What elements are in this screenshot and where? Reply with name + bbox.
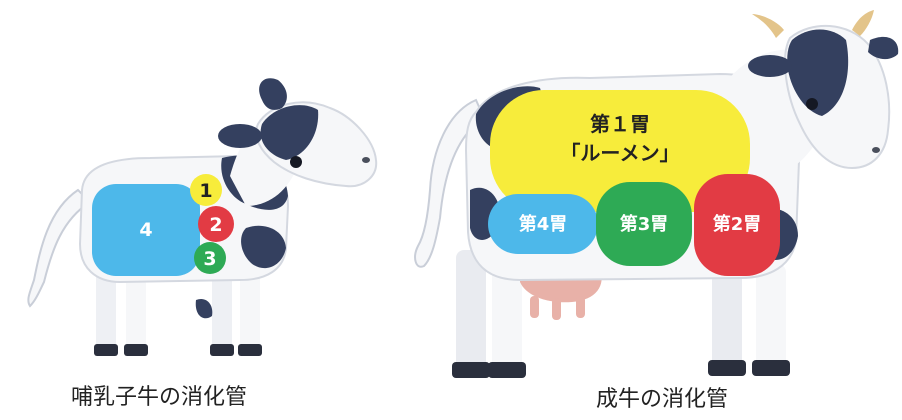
cow-head-patch [787, 29, 849, 116]
cow-ear [868, 36, 899, 60]
adult-stomach-3-label: 第3胃 [620, 213, 669, 235]
adult-stomach-2-label: 第2胃 [713, 213, 762, 235]
cow-nostril [872, 147, 880, 153]
adult-caption: 成牛の消化管 [596, 387, 728, 412]
cow-horn [752, 14, 784, 38]
calf-leg-front-right [240, 262, 260, 350]
calf-stomach-3-label: 3 [203, 248, 216, 270]
cow-ear-left [748, 55, 792, 77]
cow-teat [530, 296, 539, 318]
calf-stomach-4-shape [92, 184, 200, 276]
adult-stomach-4-shape [488, 194, 598, 254]
adult-stomach-2: 第2胃 [694, 174, 780, 276]
cow-hoof [752, 360, 790, 376]
calf-leg-back-left [96, 262, 116, 350]
calf-nose [362, 157, 370, 163]
calf-stomach-1: 1 [190, 174, 222, 206]
cow-hoof [488, 362, 526, 378]
cow-tail [414, 98, 486, 268]
calf-stomach-1-shape [190, 174, 222, 206]
calf-stomach-2: 2 [198, 206, 234, 242]
adult-stomach-2-shape [694, 174, 780, 276]
calf-leg-back-right [126, 262, 146, 350]
cow-leg-front-left [712, 264, 742, 368]
calf-spot [241, 225, 286, 269]
rumen-label-line2: 「ルーメン」 [560, 141, 679, 165]
rumen-stomach-shape [490, 90, 750, 212]
calf-eye [290, 156, 302, 168]
calf-leg-front-left [212, 262, 232, 350]
rumen-label-line1: 第１胃 [590, 112, 650, 136]
cow-hoof [708, 360, 746, 376]
calf-spot [195, 298, 213, 319]
cow-horn [852, 10, 874, 36]
calf-stomach-2-shape [198, 206, 234, 242]
cow-leg-front-right [756, 264, 786, 368]
calf-illustration: 4 1 2 3 [27, 78, 378, 356]
adult-stomach-3-shape [596, 182, 692, 266]
cow-teat [576, 296, 585, 318]
calf-caption: 哺乳子牛の消化管 [71, 385, 247, 410]
adult-stomach-3: 第3胃 [596, 182, 692, 266]
adult-stomach-4-label: 第4胃 [519, 213, 568, 235]
calf-hoof [210, 344, 234, 356]
calf-head-patch [260, 105, 319, 160]
calf-hoof [238, 344, 262, 356]
adult-cow-illustration: 第１胃 「ルーメン」 第4胃 第3胃 第2胃 [414, 10, 899, 378]
calf-tail [27, 188, 92, 308]
cow-leg-back-left [456, 250, 486, 370]
calf-stomach-3: 3 [194, 242, 226, 274]
rumen-stomach: 第１胃 「ルーメン」 [490, 90, 750, 212]
calf-stomach-4: 4 [92, 184, 200, 276]
calf-stomach-2-label: 2 [209, 214, 222, 236]
calf-stomach-3-shape [194, 242, 226, 274]
adult-stomach-4: 第4胃 [488, 194, 598, 254]
calf-ear [259, 78, 287, 110]
calf-stomach-4-label: 4 [139, 219, 152, 241]
calf-stomach-1-label: 1 [199, 180, 212, 202]
calf-hoof [124, 344, 148, 356]
calf-ear-back [218, 124, 262, 148]
cow-hoof [452, 362, 490, 378]
calf-hoof [94, 344, 118, 356]
cow-teat [552, 298, 561, 320]
cow-eye [806, 98, 818, 110]
